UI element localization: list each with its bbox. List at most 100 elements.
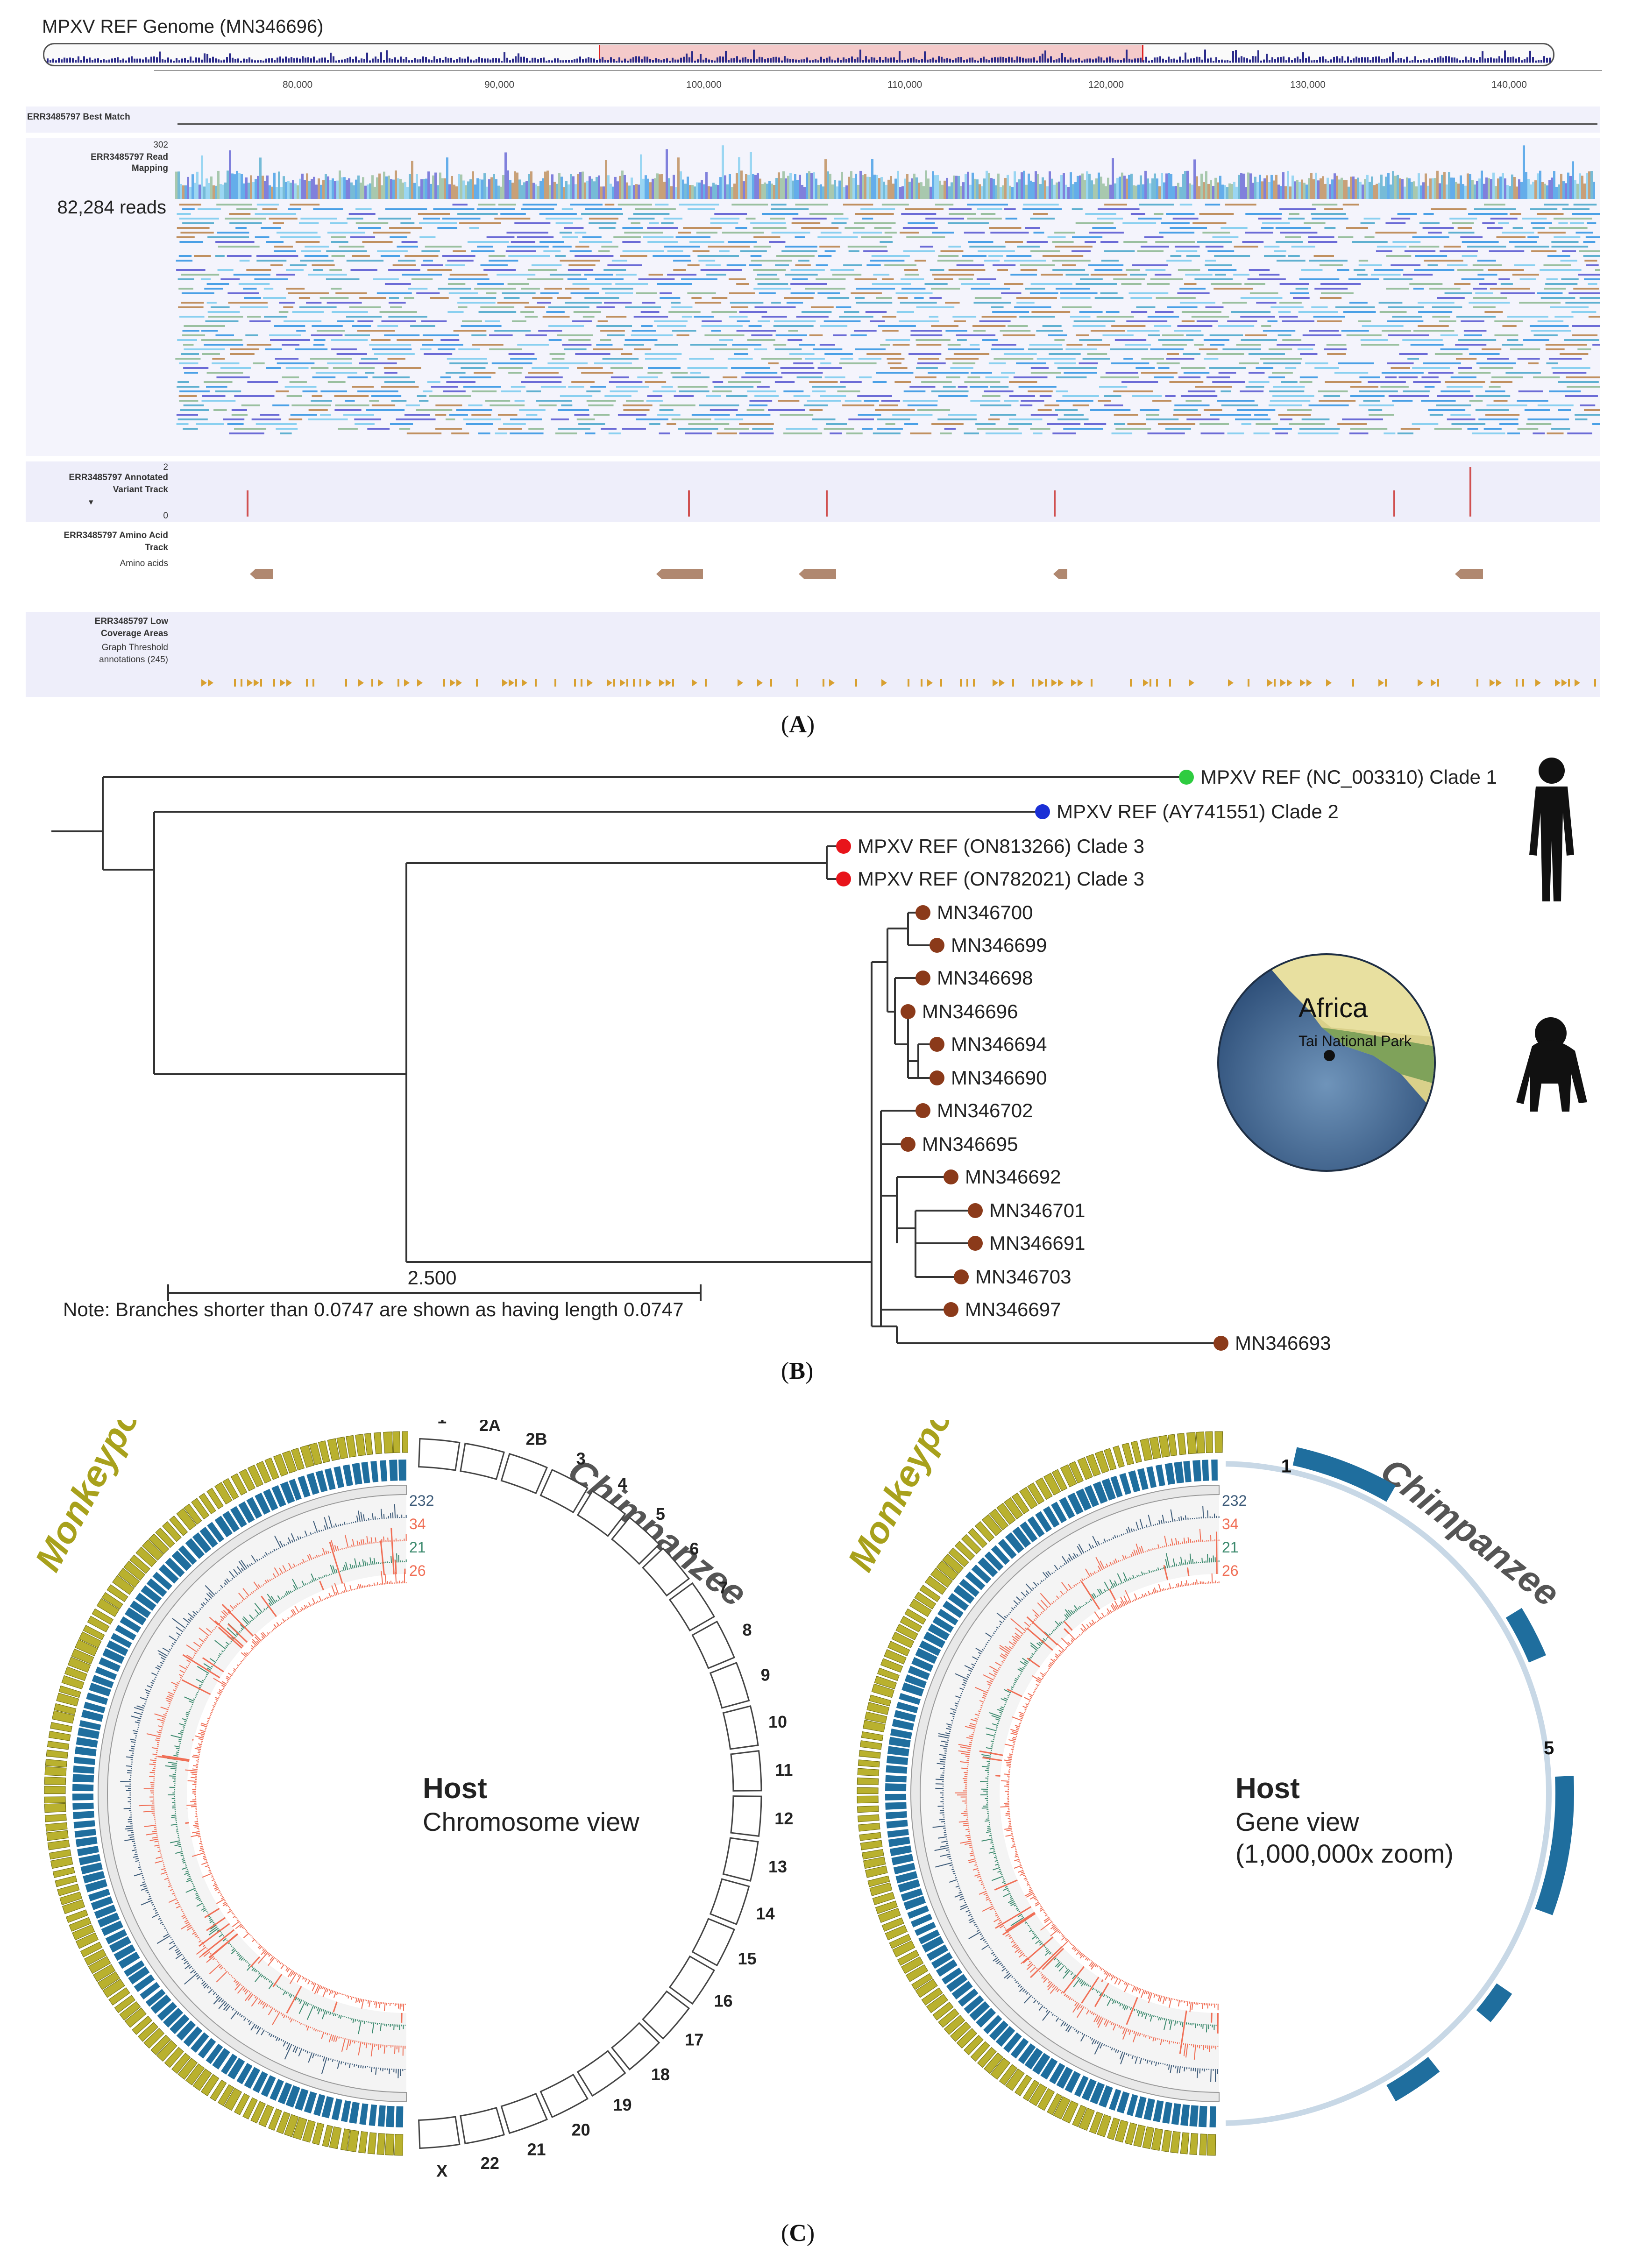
coverage-bar bbox=[414, 58, 416, 63]
coverage-bar bbox=[83, 56, 85, 63]
coverage-peak bbox=[392, 179, 395, 199]
read bbox=[678, 428, 718, 430]
gene-block bbox=[94, 1905, 116, 1919]
read bbox=[1512, 274, 1539, 276]
gene-block bbox=[95, 1666, 117, 1680]
low-coverage-mark bbox=[796, 679, 798, 687]
read bbox=[417, 395, 426, 397]
coverage-spike bbox=[176, 1626, 184, 1633]
coverage-bar bbox=[882, 60, 884, 63]
read bbox=[982, 339, 998, 341]
coverage-peak bbox=[979, 184, 981, 199]
coverage-peak bbox=[850, 171, 852, 199]
read bbox=[1167, 353, 1179, 355]
coverage-bar bbox=[736, 56, 738, 63]
read bbox=[1212, 381, 1245, 383]
coverage-spike bbox=[311, 1573, 315, 1582]
coverage-peak bbox=[892, 184, 894, 199]
coverage-spike bbox=[181, 1957, 185, 1961]
read bbox=[1104, 204, 1127, 206]
coverage-bar bbox=[487, 58, 489, 63]
read bbox=[1507, 432, 1520, 434]
variant-dropdown-icon[interactable]: ▾ bbox=[89, 497, 93, 507]
read bbox=[979, 320, 1011, 322]
variant-track[interactable] bbox=[26, 461, 1600, 522]
chromosome-segment bbox=[460, 1442, 505, 1480]
coverage-peak bbox=[894, 178, 897, 199]
protein-block bbox=[206, 1488, 224, 1510]
coverage-spike bbox=[219, 1965, 222, 1968]
coverage-peak bbox=[1018, 179, 1021, 199]
gene-block bbox=[222, 1510, 240, 1532]
coverage-bar bbox=[75, 60, 77, 63]
read bbox=[783, 432, 823, 434]
coverage-peak bbox=[1576, 184, 1579, 199]
read bbox=[1094, 297, 1124, 299]
read bbox=[1460, 236, 1483, 238]
low-coverage-mark bbox=[312, 679, 314, 687]
coverage-spike bbox=[196, 1746, 201, 1749]
coverage-bar bbox=[1145, 57, 1147, 63]
coverage-bar bbox=[820, 57, 822, 63]
coverage-peak bbox=[1418, 173, 1420, 199]
coverage-spike bbox=[155, 1910, 157, 1912]
read bbox=[1549, 390, 1581, 392]
amino-acid-track[interactable] bbox=[26, 527, 1600, 609]
coverage-spike bbox=[178, 1732, 183, 1735]
read bbox=[1319, 264, 1343, 266]
read bbox=[990, 386, 1009, 388]
read bbox=[212, 358, 225, 360]
coverage-peak bbox=[836, 186, 838, 199]
protein-block bbox=[234, 2093, 250, 2115]
read bbox=[239, 260, 250, 262]
read bbox=[688, 208, 715, 210]
gene-block bbox=[135, 1592, 156, 1611]
read bbox=[1400, 428, 1420, 430]
read bbox=[1282, 320, 1315, 322]
coverage-spike bbox=[192, 1765, 198, 1767]
coverage-spike bbox=[258, 1951, 269, 1964]
panel-a-label: (A) bbox=[781, 711, 815, 738]
coverage-peak bbox=[1214, 177, 1217, 199]
read bbox=[728, 278, 746, 280]
read bbox=[685, 432, 712, 434]
coverage-bar bbox=[1358, 57, 1360, 63]
read bbox=[647, 241, 678, 243]
coverage-spike bbox=[145, 1889, 149, 1892]
gene-block bbox=[236, 2062, 253, 2084]
low-coverage-mark bbox=[1490, 679, 1495, 687]
read bbox=[201, 400, 236, 402]
read bbox=[1424, 386, 1435, 388]
coverage-spike bbox=[219, 1930, 221, 1932]
coverage-peak bbox=[1219, 176, 1221, 199]
read bbox=[205, 320, 239, 322]
best-match-track[interactable] bbox=[26, 106, 1600, 133]
read bbox=[609, 381, 643, 383]
read bbox=[578, 423, 605, 425]
coverage-bar bbox=[893, 57, 895, 63]
read bbox=[673, 269, 686, 271]
coverage-spike bbox=[227, 1906, 229, 1907]
read bbox=[1159, 232, 1195, 234]
read bbox=[178, 255, 192, 257]
read bbox=[989, 227, 1022, 229]
coverage-spike bbox=[220, 1585, 223, 1588]
coverage-spike bbox=[288, 1993, 291, 1997]
coverage-peak bbox=[280, 187, 283, 199]
read bbox=[820, 395, 846, 397]
coverage-spike bbox=[285, 1966, 287, 1968]
coverage-peak bbox=[1478, 178, 1481, 199]
coverage-spike bbox=[146, 1697, 148, 1699]
read bbox=[1031, 311, 1071, 313]
coverage-bar bbox=[268, 58, 270, 63]
read bbox=[1147, 316, 1179, 318]
coverage-peak bbox=[1193, 159, 1196, 199]
read bbox=[1531, 250, 1557, 252]
coverage-peak bbox=[698, 182, 701, 199]
coverage-peak bbox=[740, 170, 743, 199]
coverage-spike bbox=[364, 1560, 367, 1566]
coverage-bar bbox=[1456, 58, 1458, 63]
coverage-spike bbox=[209, 1920, 213, 1923]
coverage-spike bbox=[141, 1711, 143, 1713]
coverage-bar bbox=[1529, 50, 1531, 63]
